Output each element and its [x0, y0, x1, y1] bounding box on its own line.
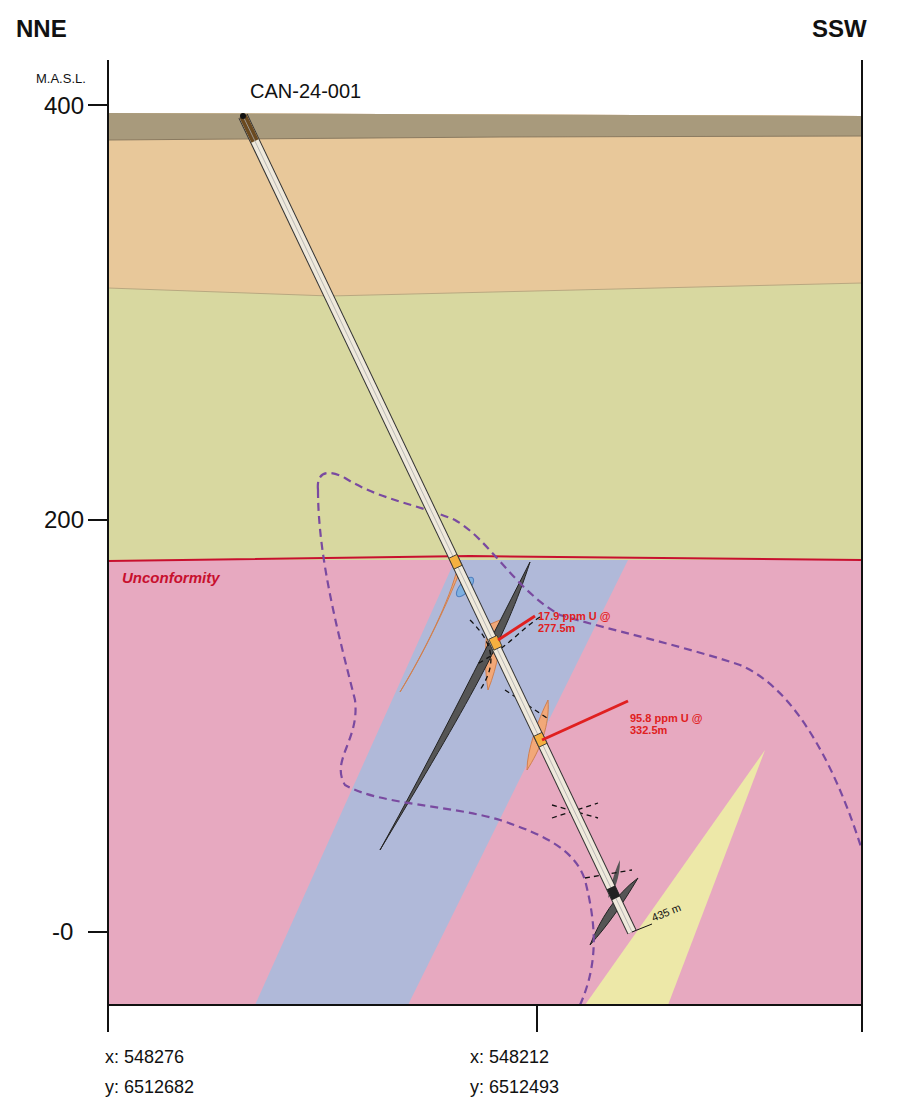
axis-value: 200	[44, 507, 84, 533]
assay-label: 17.9 ppm U @ 277.5m	[538, 610, 616, 634]
coordinate: y: 6512493	[470, 1078, 559, 1098]
axis-value: -0	[52, 919, 73, 945]
axis-value: 400	[44, 93, 84, 119]
fault-zone	[380, 562, 530, 850]
assay-leader	[498, 616, 535, 640]
alteration-zone	[400, 566, 462, 692]
pegmatite-wedge	[585, 750, 765, 1005]
coordinate: y: 6512682	[105, 1078, 194, 1098]
frame	[88, 60, 862, 1032]
drillhole	[240, 113, 652, 932]
sandstone-layer	[108, 113, 862, 560]
coordinate: x: 548212	[470, 1048, 549, 1068]
structure-marks	[470, 617, 632, 878]
hole-name: CAN-24-001	[250, 80, 361, 102]
overburden	[108, 113, 862, 140]
unconformity-label: Unconformity	[122, 570, 220, 587]
assay-leader	[542, 701, 628, 740]
coordinate: x: 548276	[105, 1048, 184, 1068]
basement	[108, 113, 862, 1005]
anomaly-outline	[318, 473, 862, 850]
axis-title: M.A.S.L.	[36, 72, 86, 86]
anomaly-outline	[318, 490, 594, 1005]
direction-label: NNE	[16, 16, 67, 42]
direction-label: SSW	[812, 16, 867, 42]
fault-zone	[590, 878, 638, 945]
upper-layer	[108, 113, 862, 296]
unconformity-line	[108, 556, 862, 561]
assay-label: 95.8 ppm U @ 332.5m	[630, 712, 708, 736]
graphitic-unit	[255, 560, 628, 1005]
